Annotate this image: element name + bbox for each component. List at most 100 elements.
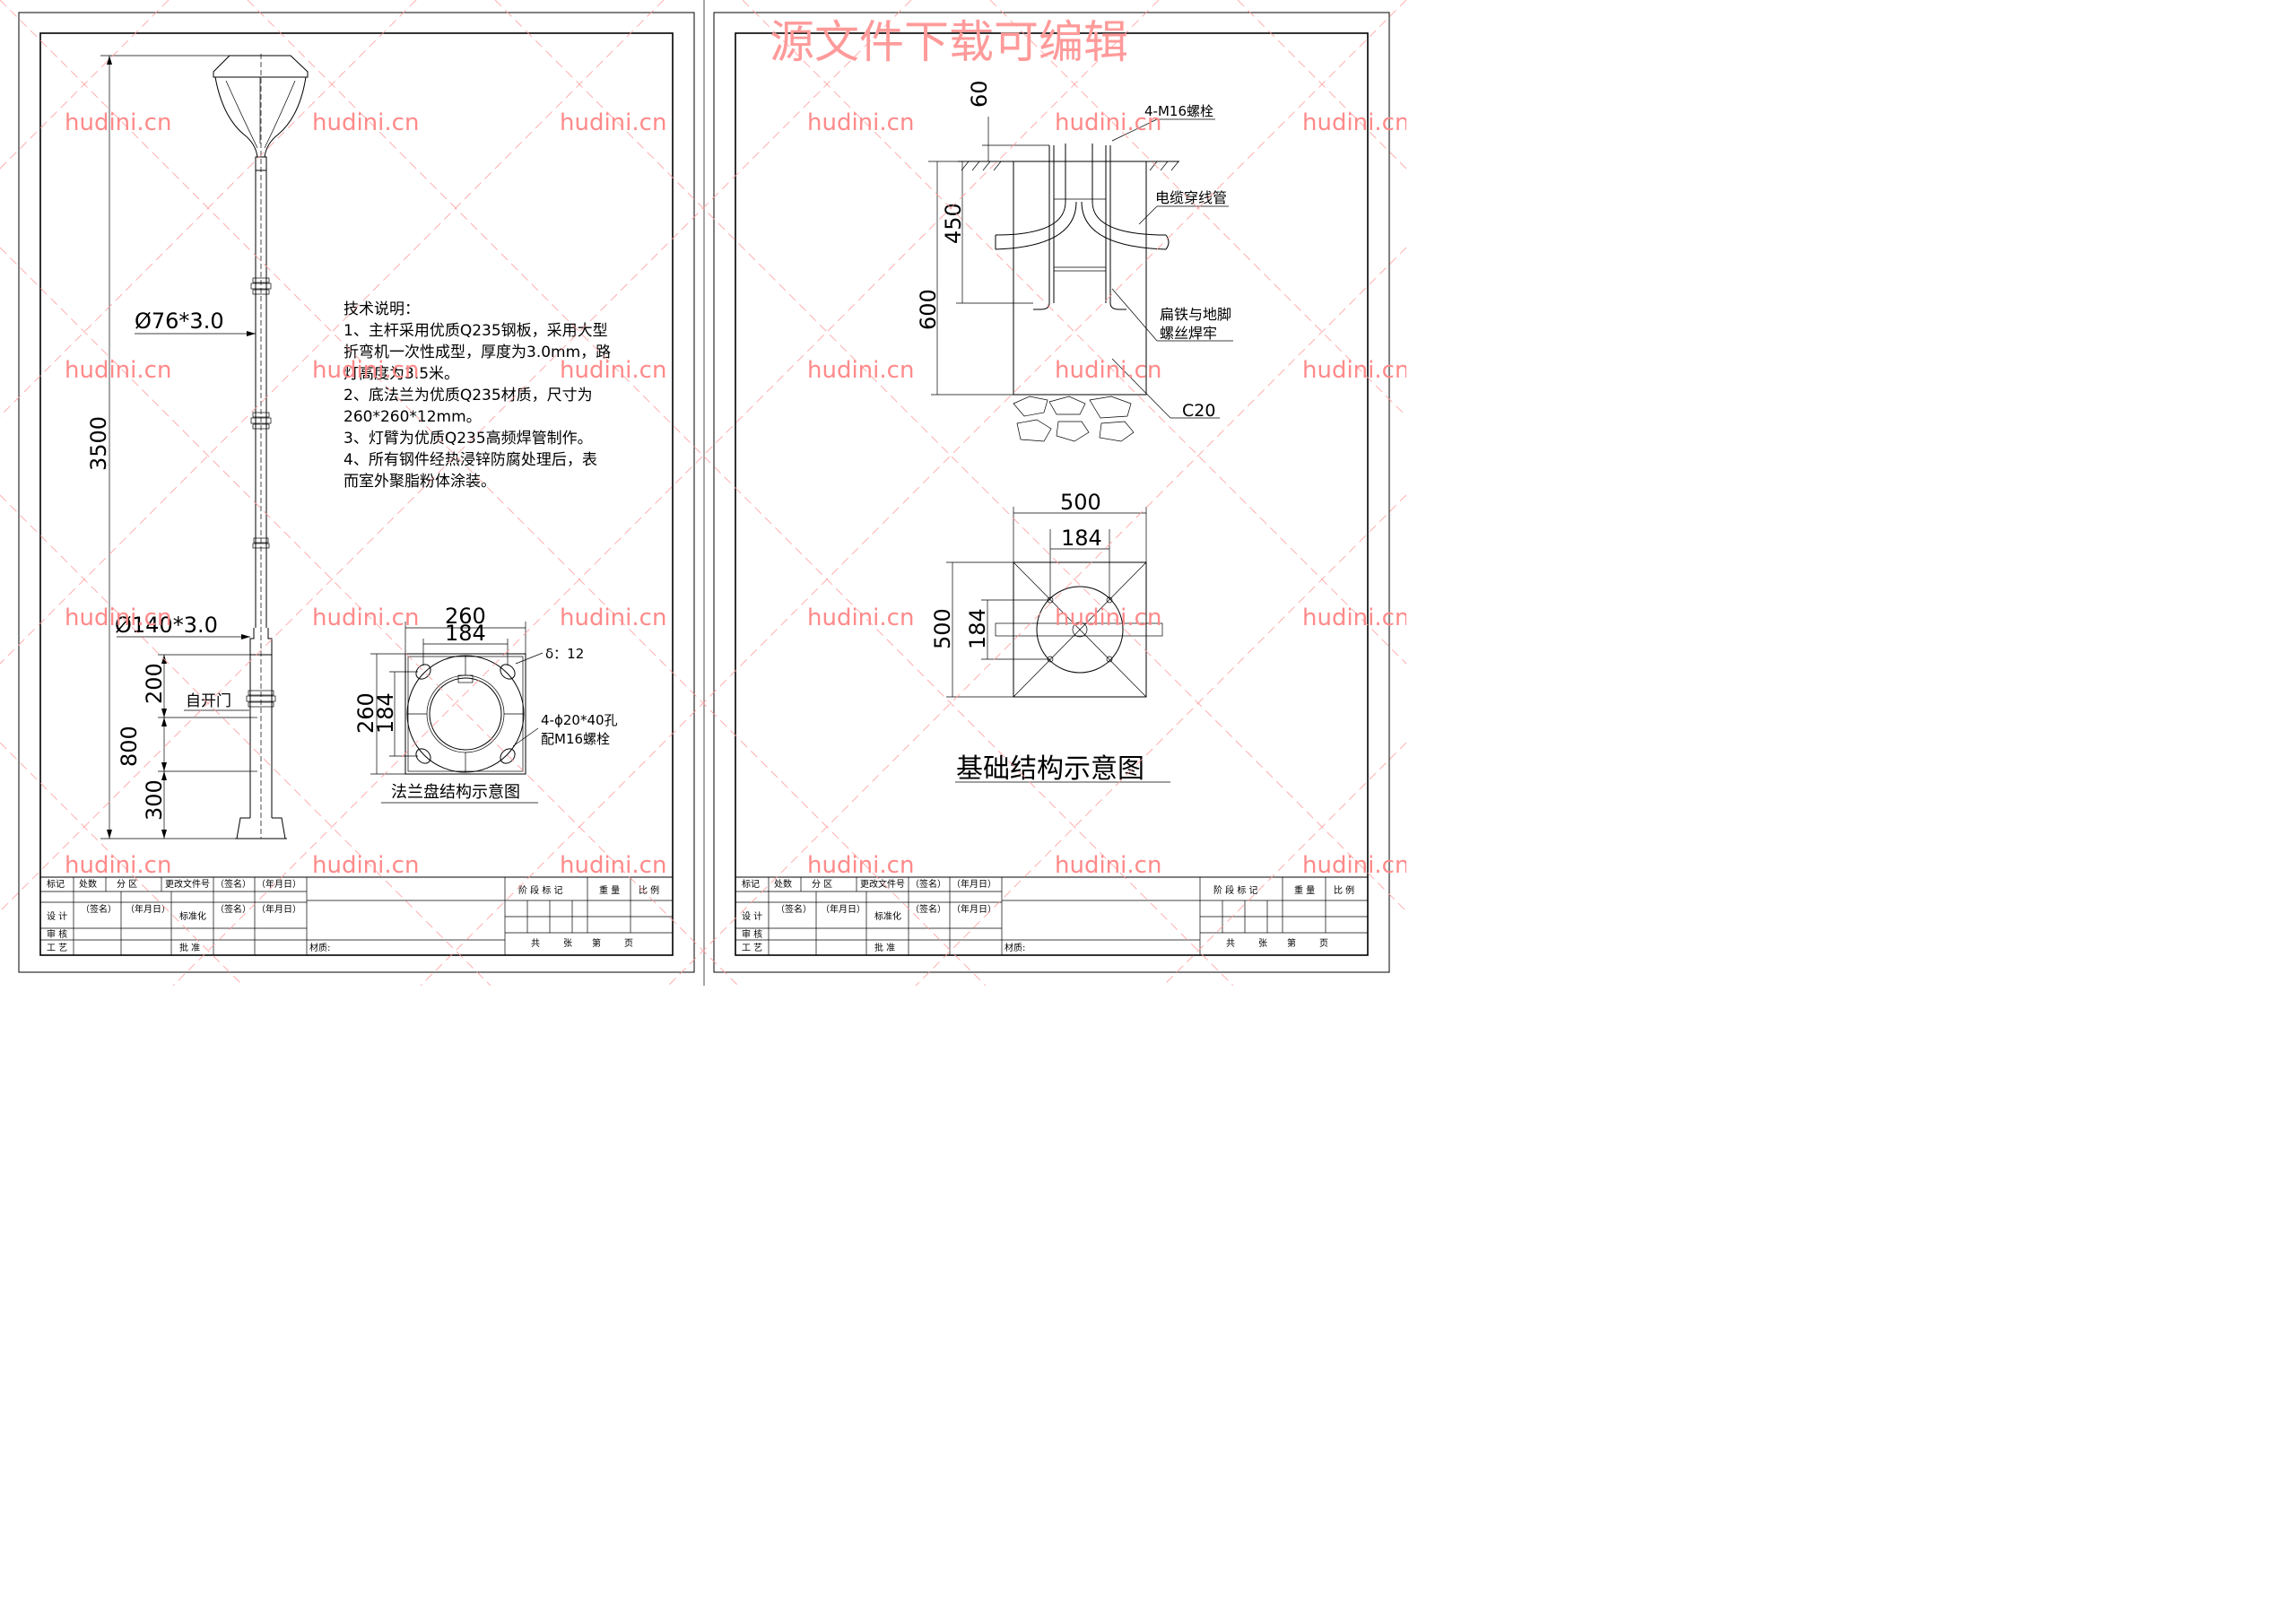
section-dim-450: 450 bbox=[941, 203, 966, 244]
watermark-brand: hudini.cn bbox=[560, 357, 666, 384]
tb-standard: 标准化 bbox=[874, 910, 901, 922]
flange-outer-height: 260 bbox=[353, 692, 378, 734]
tb-approve: 批 准 bbox=[874, 942, 895, 953]
tb-weight: 重 量 bbox=[599, 884, 620, 896]
flange-drawing bbox=[370, 622, 544, 804]
watermark-brand: hudini.cn bbox=[312, 357, 419, 384]
watermark-grid bbox=[0, 0, 1406, 986]
tb-change-file: 更改文件号 bbox=[165, 878, 210, 890]
tb-mark: 标记 bbox=[742, 879, 760, 890]
tb-mark: 标记 bbox=[47, 879, 65, 890]
dim-200: 200 bbox=[142, 663, 167, 704]
sheet-borders bbox=[18, 0, 1390, 986]
tb-total: 共 bbox=[1226, 938, 1235, 949]
tb-date: （年月日） bbox=[257, 878, 301, 890]
concrete-grade: C20 bbox=[1182, 401, 1215, 421]
tb-count: 处数 bbox=[79, 878, 97, 890]
foundation-section-drawing bbox=[928, 117, 1233, 442]
tb-count: 处数 bbox=[774, 878, 792, 890]
tb-standard: 标准化 bbox=[179, 910, 206, 922]
tb-review: 审 核 bbox=[742, 928, 762, 940]
tb-sign-3: （签名） bbox=[910, 903, 946, 915]
tech-note-line: 灯高度为3.5米。 bbox=[344, 365, 459, 383]
tb-scale: 比 例 bbox=[1334, 884, 1354, 896]
flange-inner-width: 184 bbox=[445, 621, 486, 646]
section-dim-600: 600 bbox=[916, 289, 941, 330]
tb-sign-3: （签名） bbox=[215, 903, 251, 915]
door-label: 自开门 bbox=[186, 692, 231, 710]
watermark-brand: hudini.cn bbox=[65, 852, 171, 879]
tb-stage: 阶 段 标 记 bbox=[518, 884, 563, 896]
tb-date: （年月日） bbox=[952, 878, 996, 890]
tech-note-line: 折弯机一次性成型，厚度为3.0mm，路 bbox=[344, 344, 611, 361]
tb-page: 页 bbox=[624, 938, 633, 949]
tb-page-no: 第 bbox=[1287, 937, 1296, 949]
tb-date-2: （年月日） bbox=[821, 903, 865, 915]
tb-sign: （签名） bbox=[910, 878, 946, 890]
tb-stage: 阶 段 标 记 bbox=[1213, 884, 1258, 896]
tb-sign: （签名） bbox=[215, 878, 251, 890]
watermark-brand: hudini.cn bbox=[1055, 357, 1161, 384]
tb-material: 材质: bbox=[309, 942, 330, 953]
tb-sign-2: （签名） bbox=[776, 903, 812, 915]
watermark-brand: hudini.cn bbox=[1302, 109, 1406, 136]
tech-notes-title: 技术说明： bbox=[344, 300, 420, 318]
watermark-brand: hudini.cn bbox=[65, 109, 171, 136]
flange-inner-height: 184 bbox=[373, 692, 398, 734]
watermark-brand: hudini.cn bbox=[65, 357, 171, 384]
watermark-brand: hudini.cn bbox=[560, 604, 666, 631]
tb-sign-2: （签名） bbox=[81, 903, 117, 915]
pole-top-diameter: Ø76*3.0 bbox=[135, 309, 224, 334]
tech-note-line: 3、灯臂为优质Q235高频焊管制作。 bbox=[344, 430, 593, 448]
plan-outer-width: 500 bbox=[1060, 490, 1101, 515]
watermark-brand: hudini.cn bbox=[560, 109, 666, 136]
tb-weight: 重 量 bbox=[1294, 884, 1315, 896]
lamp-pole-drawing bbox=[100, 54, 309, 839]
plan-inner-width: 184 bbox=[1061, 526, 1102, 551]
tech-notes: 技术说明： 1、主杆采用优质Q235钢板，采用大型 折弯机一次性成型，厚度为3.… bbox=[344, 300, 611, 491]
foundation-plan-drawing bbox=[946, 507, 1170, 783]
title-block-left bbox=[39, 876, 674, 956]
watermark-brand: hudini.cn bbox=[807, 852, 914, 879]
flange-bolts: 配M16螺栓 bbox=[541, 731, 610, 747]
tb-page-no: 第 bbox=[592, 937, 601, 949]
watermark-brand: hudini.cn bbox=[807, 604, 914, 631]
watermark-brand: hudini.cn bbox=[312, 852, 419, 879]
flange-holes: 4-ϕ20*40孔 bbox=[541, 712, 618, 728]
bolt-label: 4-M16螺栓 bbox=[1144, 103, 1213, 119]
watermark-brand: hudini.cn bbox=[1055, 109, 1161, 136]
watermark-brand: hudini.cn bbox=[560, 852, 666, 879]
pole-base-diameter: Ø140*3.0 bbox=[115, 613, 218, 638]
dim-800: 800 bbox=[117, 726, 142, 767]
tech-note-line: 2、底法兰为优质Q235材质，尺寸为 bbox=[344, 387, 593, 404]
watermark-brand: hudini.cn bbox=[807, 109, 914, 136]
tb-date-2: （年月日） bbox=[126, 903, 170, 915]
tb-change-file: 更改文件号 bbox=[860, 878, 905, 890]
tb-zone: 分 区 bbox=[117, 879, 137, 890]
tb-date-3: （年月日） bbox=[257, 903, 301, 915]
tb-date-3: （年月日） bbox=[952, 903, 996, 915]
tb-design: 设 计 bbox=[742, 910, 762, 922]
tb-page: 页 bbox=[1319, 938, 1328, 949]
watermark-brand: hudini.cn bbox=[1302, 604, 1406, 631]
weld-label-2: 螺丝焊牢 bbox=[1160, 325, 1217, 342]
watermark-brand: hudini.cn bbox=[312, 109, 419, 136]
tb-total: 共 bbox=[531, 938, 540, 949]
tech-note-line: 260*260*12mm。 bbox=[344, 408, 482, 426]
watermark-brand: hudini.cn bbox=[65, 604, 171, 631]
watermark-text: hudini.cn hudini.cn hudini.cn hudini.cn … bbox=[65, 16, 1406, 879]
watermark-brand: hudini.cn bbox=[312, 604, 419, 631]
tech-note-line: 1、主杆采用优质Q235钢板，采用大型 bbox=[344, 322, 608, 340]
tb-sheets: 张 bbox=[563, 938, 572, 949]
pole-total-height: 3500 bbox=[86, 416, 111, 471]
watermark-brand: hudini.cn bbox=[1302, 852, 1406, 879]
tb-craft: 工 艺 bbox=[742, 943, 762, 953]
tech-note-line: 而室外聚脂粉体涂装。 bbox=[344, 473, 496, 491]
foundation-caption: 基础结构示意图 bbox=[956, 753, 1144, 785]
flange-caption: 法兰盘结构示意图 bbox=[391, 783, 520, 802]
tb-scale: 比 例 bbox=[639, 884, 659, 896]
tb-design: 设 计 bbox=[47, 910, 67, 922]
tb-zone: 分 区 bbox=[812, 879, 832, 890]
tb-sheets: 张 bbox=[1258, 938, 1267, 949]
tb-material: 材质: bbox=[1004, 942, 1025, 953]
